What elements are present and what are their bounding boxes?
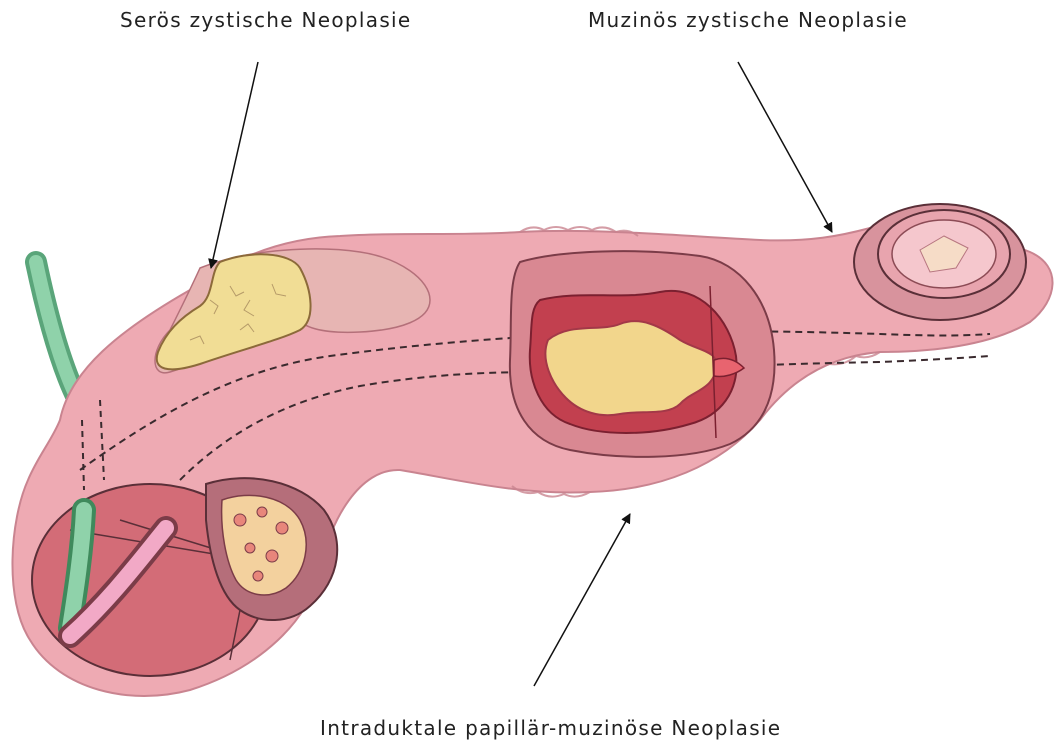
label-ipmn: Intraduktale papillär-muzinöse Neoplasie xyxy=(320,716,781,740)
arrow-mucinous xyxy=(738,62,832,232)
arrow-serous xyxy=(211,62,258,268)
label-serous-cystic-neoplasm: Serös zystische Neoplasie xyxy=(120,8,412,32)
arrow-ipmn xyxy=(534,514,630,686)
label-mucinous-cystic-neoplasm: Muzinös zystische Neoplasie xyxy=(588,8,908,32)
